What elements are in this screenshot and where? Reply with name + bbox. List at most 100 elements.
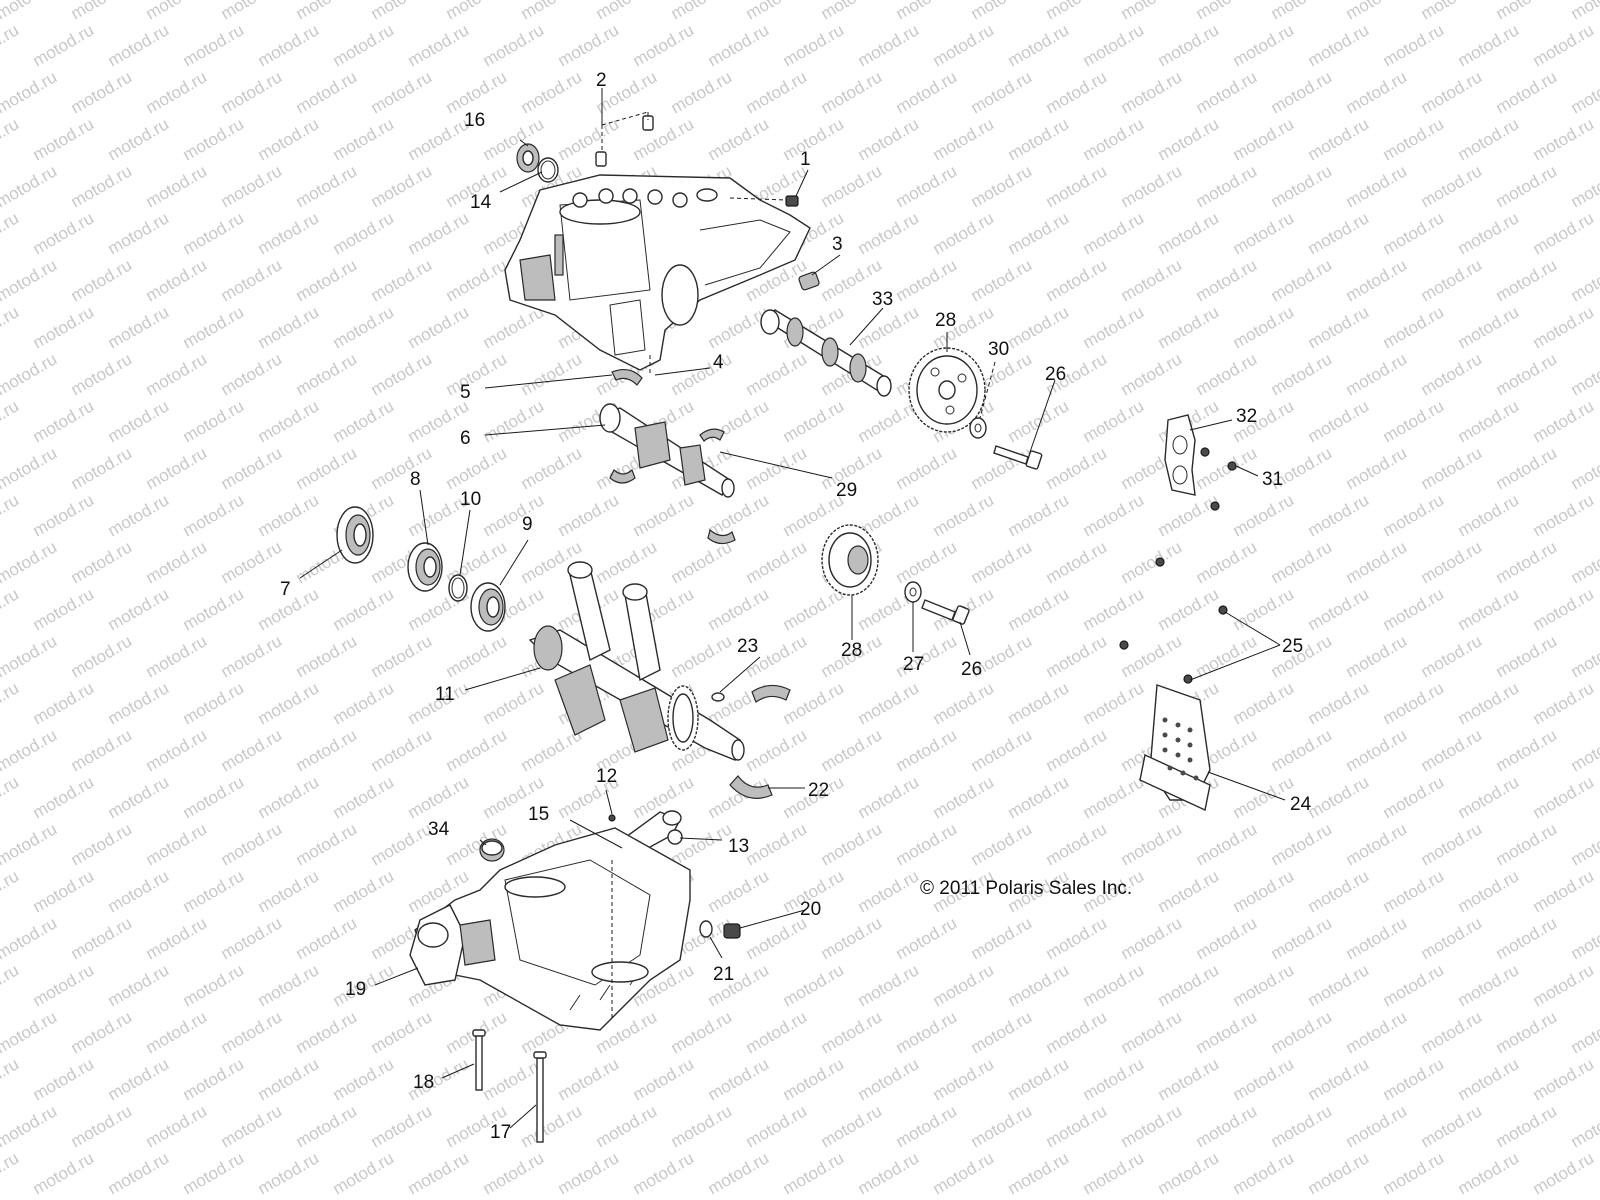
watermark-text: motod.ru (1455, 960, 1523, 1010)
callout-25: 25 (1282, 636, 1303, 657)
watermark-text: motod.ru (893, 255, 961, 305)
watermark-text: motod.ru (968, 819, 1036, 869)
watermark-text: motod.ru (0, 255, 60, 305)
callout-1: 1 (800, 149, 811, 170)
watermark-text: motod.ru (105, 678, 173, 728)
watermark-text: motod.ru (0, 349, 60, 399)
upper-crankcase (504, 174, 811, 371)
watermark-text: motod.ru (743, 725, 811, 775)
watermark-text: motod.ru (818, 67, 886, 117)
watermark-text: motod.ru (1043, 1007, 1111, 1057)
callout-32: 32 (1236, 406, 1257, 427)
watermark-text: motod.ru (293, 819, 361, 869)
watermark-text: motod.ru (405, 114, 473, 164)
watermark-text: motod.ru (143, 631, 211, 681)
callout-33: 33 (872, 289, 893, 310)
watermark-text: motod.ru (1493, 67, 1561, 117)
watermark-text: motod.ru (105, 960, 173, 1010)
watermark-text: motod.ru (668, 537, 736, 587)
watermark-text: motod.ru (1418, 349, 1486, 399)
watermark-text: motod.ru (743, 443, 811, 493)
watermark-text: motod.ru (218, 0, 286, 23)
watermark-text: motod.ru (1418, 1101, 1486, 1151)
watermark-text: motod.ru (780, 114, 848, 164)
watermark-text: motod.ru (180, 114, 248, 164)
watermark-text: motod.ru (143, 1007, 211, 1057)
watermark-text: motod.ru (1080, 772, 1148, 822)
watermark-text: motod.ru (218, 349, 286, 399)
watermark-text: motod.ru (1380, 772, 1448, 822)
bearing-insert-6b (609, 428, 736, 545)
watermark-text: motod.ru (143, 1101, 211, 1151)
watermark-text: motod.ru (705, 678, 773, 728)
watermark-text: motod.ru (1418, 537, 1486, 587)
watermark-text: motod.ru (218, 913, 286, 963)
watermark-text: motod.ru (1305, 772, 1373, 822)
watermark-text: motod.ru (255, 1148, 323, 1198)
watermark-text: motod.ru (1493, 819, 1561, 869)
watermark-text: motod.ru (105, 1054, 173, 1104)
watermark-text: motod.ru (30, 678, 98, 728)
watermark-text: motod.ru (1343, 349, 1411, 399)
watermark-text: motod.ru (180, 20, 248, 70)
watermark-text: motod.ru (105, 302, 173, 352)
watermark-text: motod.ru (405, 208, 473, 258)
drain-plug-20 (723, 923, 741, 939)
watermark-text: motod.ru (1305, 960, 1373, 1010)
watermark-text: motod.ru (893, 913, 961, 963)
watermark-text: motod.ru (1043, 0, 1111, 23)
watermark-text: motod.ru (330, 396, 398, 446)
watermark-text: motod.ru (1530, 490, 1598, 540)
watermark-text: motod.ru (0, 866, 22, 916)
watermark-text: motod.ru (1418, 443, 1486, 493)
watermark-text: motod.ru (30, 490, 98, 540)
callout-8: 8 (410, 469, 421, 490)
plug-3 (798, 271, 820, 291)
watermark-text: motod.ru (68, 443, 136, 493)
watermark-text: motod.ru (1155, 208, 1223, 258)
watermark-text: motod.ru (705, 114, 773, 164)
callout-9: 9 (522, 514, 533, 535)
watermark-text: motod.ru (0, 631, 60, 681)
watermark-text: motod.ru (743, 913, 811, 963)
watermark-text: motod.ru (1268, 1007, 1336, 1057)
copyright-notice: © 2011 Polaris Sales Inc. (920, 878, 1133, 899)
watermark-text: motod.ru (255, 114, 323, 164)
watermark-text: motod.ru (293, 349, 361, 399)
watermark-text: motod.ru (330, 866, 398, 916)
watermark-text: motod.ru (1493, 0, 1561, 23)
watermark-text: motod.ru (293, 255, 361, 305)
watermark-text: motod.ru (1080, 490, 1148, 540)
oil-pickup-screen-24 (1139, 684, 1211, 812)
watermark-text: motod.ru (255, 208, 323, 258)
watermark-text: motod.ru (893, 161, 961, 211)
watermark-text: motod.ru (443, 631, 511, 681)
bearing-8 (407, 542, 443, 592)
watermark-text: motod.ru (668, 349, 736, 399)
watermark-text: motod.ru (1005, 20, 1073, 70)
watermark-text: motod.ru (1118, 161, 1186, 211)
plug-1 (785, 195, 799, 207)
watermark-text: motod.ru (893, 443, 961, 493)
watermark-text: motod.ru (218, 725, 286, 775)
watermark-text: motod.ru (1380, 20, 1448, 70)
oil-seal-16 (516, 143, 540, 173)
bearing-insert-5 (611, 368, 643, 386)
watermark-text: motod.ru (1343, 67, 1411, 117)
watermark-text: motod.ru (1305, 584, 1373, 634)
watermark-text: motod.ru (368, 443, 436, 493)
watermark-text: motod.ru (1343, 0, 1411, 23)
watermark-text: motod.ru (1568, 1007, 1600, 1057)
callout-21: 21 (713, 964, 734, 985)
watermark-text: motod.ru (180, 960, 248, 1010)
watermark-text: motod.ru (0, 161, 60, 211)
watermark-text: motod.ru (1568, 255, 1600, 305)
watermark-text: motod.ru (1268, 725, 1336, 775)
watermark-text: motod.ru (68, 67, 136, 117)
watermark-text: motod.ru (0, 208, 22, 258)
watermark-text: motod.ru (68, 631, 136, 681)
watermark-text: motod.ru (705, 584, 773, 634)
watermark-text: motod.ru (330, 114, 398, 164)
watermark-text: motod.ru (0, 819, 60, 869)
